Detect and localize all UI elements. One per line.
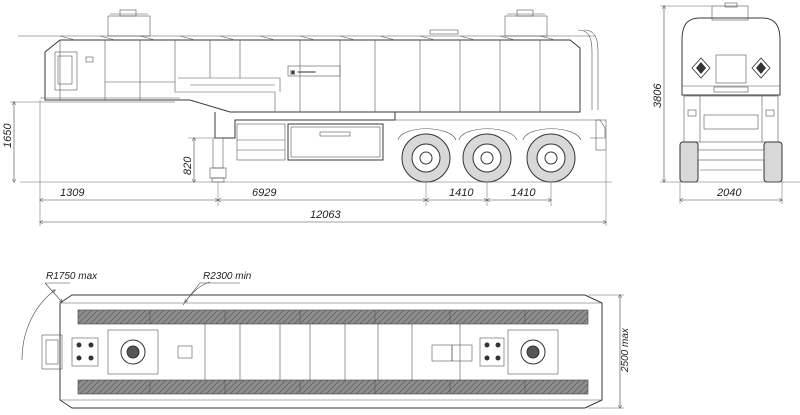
dim-length-1410-b: 1410 (511, 187, 536, 199)
tank-body (44, 39, 581, 113)
dim-height-1650: 1650 (2, 123, 14, 148)
logo-plate (287, 65, 341, 77)
dim-length-1309: 1309 (60, 187, 84, 199)
manhole-hatch-front (107, 9, 151, 37)
front-view: 3806 2040 (652, 2, 800, 204)
radius-arc-front (21, 290, 55, 361)
axle-2 (462, 133, 512, 183)
chassis-frame (214, 112, 396, 139)
label-radius-front: R1750 max (46, 271, 98, 282)
walkway-left (77, 309, 589, 325)
radius-arc-rear (182, 281, 211, 306)
axle-1 (401, 133, 451, 183)
dim-length-1410-a: 1410 (449, 187, 474, 199)
tool-box-main (287, 123, 384, 161)
top-plate (429, 29, 459, 35)
top-hatch-rear (479, 329, 559, 375)
dim-total-length: 12063 (310, 209, 341, 221)
front-tank-outline (681, 17, 781, 96)
top-hatch-front (71, 329, 159, 375)
tool-box-small (236, 123, 286, 161)
dim-height-820: 820 (182, 156, 194, 175)
top-view: R1750 max R2300 min 2500 max (21, 271, 631, 408)
logo-plate-text: ▣ ═════ (290, 69, 316, 76)
axle-3 (526, 133, 576, 183)
manhole-hatch-rear (504, 9, 548, 37)
landing-gear (209, 137, 227, 183)
dim-length-6929: 6929 (252, 187, 276, 199)
side-view: ▣ ═════ (2, 9, 612, 226)
dim-front-height: 3806 (652, 83, 664, 108)
label-radius-rear: R2300 min (203, 271, 252, 282)
dim-front-width: 2040 (716, 187, 742, 199)
dim-top-width: 2500 max (620, 327, 631, 373)
walkway-right (77, 379, 589, 395)
